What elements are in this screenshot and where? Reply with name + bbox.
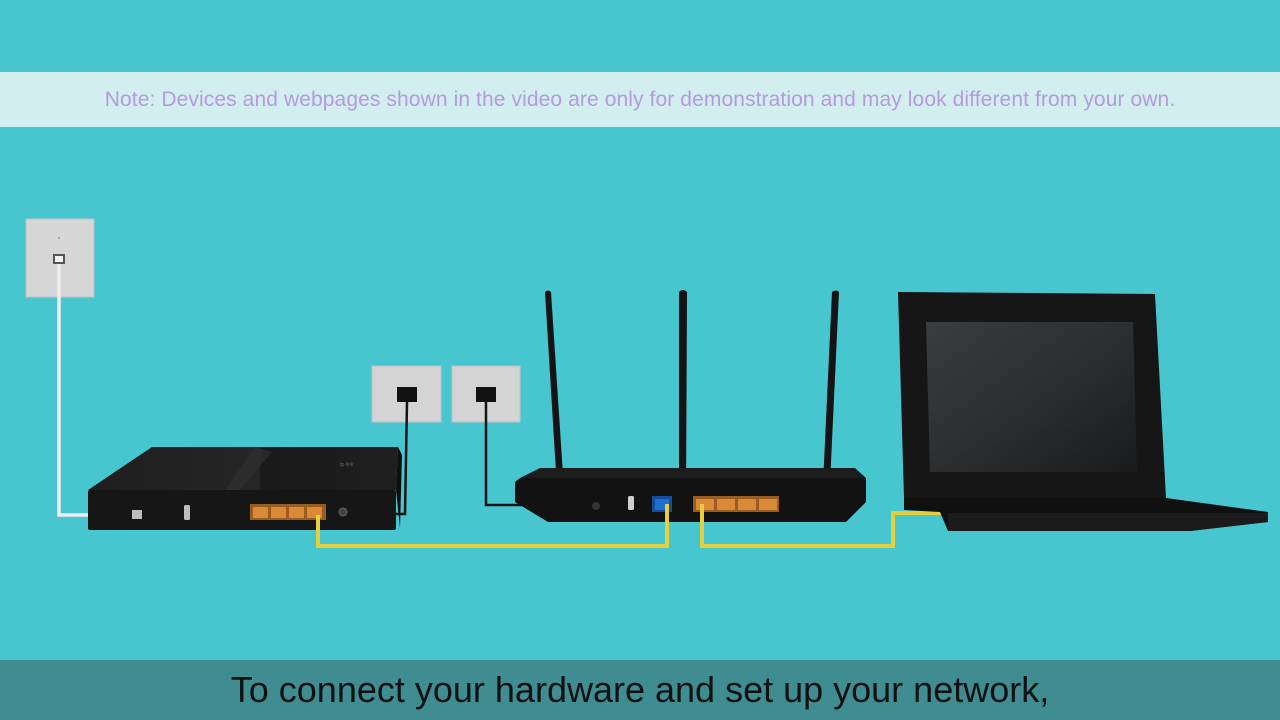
router: [515, 468, 866, 522]
disclaimer-note-bar: Note: Devices and webpages shown in the …: [0, 72, 1280, 127]
modem-to-router-cable: [316, 504, 669, 548]
router-lan-port-3: [738, 499, 756, 510]
disclaimer-note-text: Note: Devices and webpages shown in the …: [104, 87, 1176, 111]
power-plug-icon: [397, 387, 417, 402]
router-lan-port-1: [696, 499, 714, 510]
router-antennas: [545, 290, 839, 505]
modem-lan-port-4: [307, 507, 322, 518]
laptop-screen: [926, 322, 1137, 472]
power-button-icon: [592, 502, 600, 510]
router-to-laptop-cable: [700, 504, 948, 548]
modem-lan-port-2: [271, 507, 286, 518]
usb-port-icon: [184, 505, 190, 520]
power-plug-icon: [476, 387, 496, 402]
modem-lan-port-3: [289, 507, 304, 518]
router-lan-port-2: [717, 499, 735, 510]
dsl-port-icon: [132, 510, 142, 519]
usb-port-icon: [628, 496, 634, 510]
router-lan-port-4: [759, 499, 777, 510]
laptop: [898, 292, 1268, 531]
wall-outlet-1: [371, 365, 442, 423]
modem-lan-port-1: [253, 507, 268, 518]
modem-logo: tp-link: [340, 462, 354, 468]
caption-bar: To connect your hardware and set up your…: [0, 660, 1280, 720]
modem: tp-link: [88, 447, 402, 530]
power-jack-icon: [338, 507, 348, 517]
router-wan-port: [655, 499, 669, 510]
caption-text: To connect your hardware and set up your…: [230, 669, 1050, 710]
